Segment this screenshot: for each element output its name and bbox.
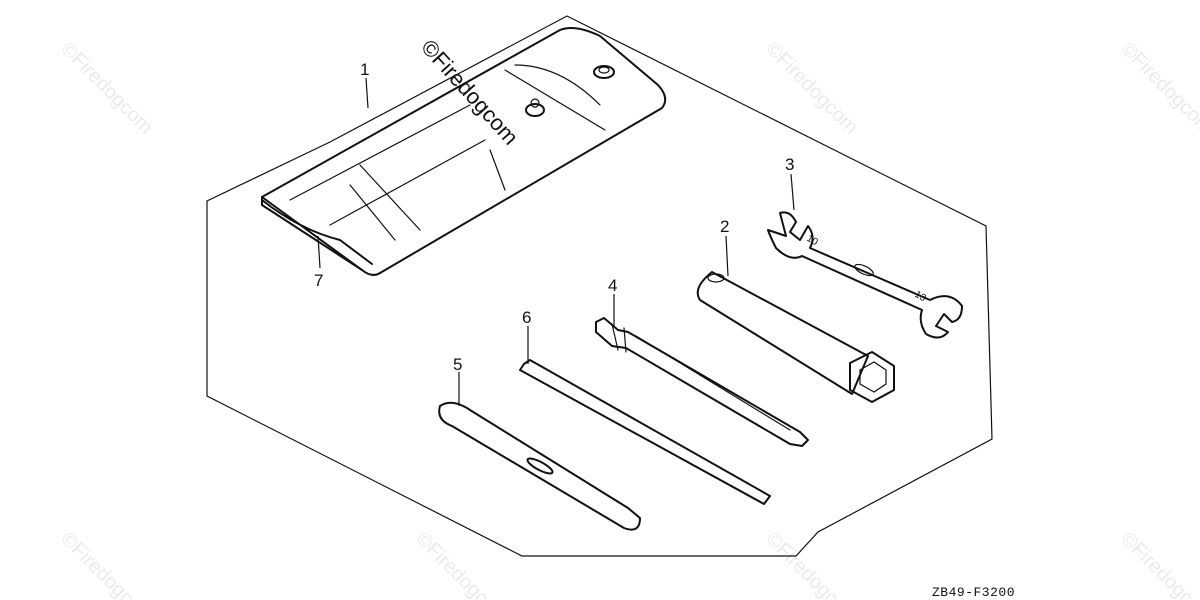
watermark-tiles: ©Firedogcom ©Firedogcom ©Firedogcom ©Fir… [56,38,1200,600]
watermark-tile: ©Firedogcom [1116,528,1200,600]
callout-1: 1 [360,60,369,79]
watermark-tile: ©Firedogcom [1116,38,1200,139]
wrench-size-label-10: 10 [805,233,821,248]
flat-lever [438,401,641,531]
plug-wrench [696,271,895,403]
drawing-code: ZB49-F3200 [932,585,1015,600]
handle-rod [519,359,771,505]
tool-bag [261,27,667,276]
watermark-main: ©Firedogcom [416,35,523,150]
watermark-tile: ©Firedogcom [761,38,862,139]
watermark-tile: ©Firedogcom [56,528,157,600]
leader-lines [317,77,795,406]
callout-4: 4 [608,276,617,295]
open-end-wrench: 10 13 [767,211,963,339]
wrench-size-label-13: 13 [913,289,929,304]
watermark-tile: ©Firedogcom [411,528,512,600]
callout-3: 3 [785,155,794,174]
callout-6: 6 [522,308,531,327]
watermark-tile: ©Firedogcom [56,38,157,139]
callout-2: 2 [720,217,729,236]
callout-7: 7 [314,271,323,290]
diagram-frame [206,15,993,557]
screwdriver [595,317,809,447]
callout-5: 5 [453,355,462,374]
